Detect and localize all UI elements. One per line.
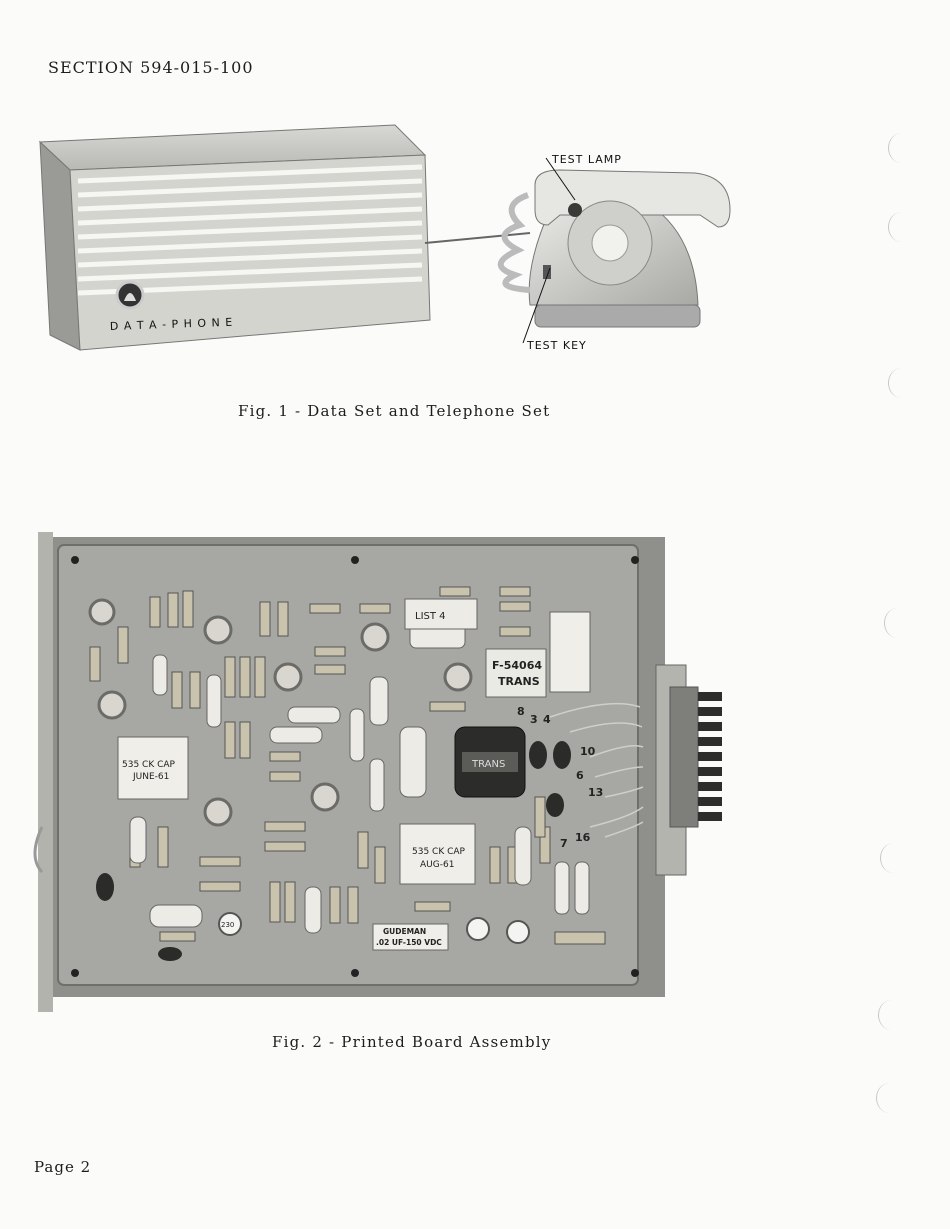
small-cap-label: 230 [221, 921, 234, 929]
test-lamp-label: TEST LAMP [551, 153, 622, 166]
test-key-label: TEST KEY [526, 339, 587, 352]
terminal-4: 4 [543, 713, 551, 726]
trans1-label: F-54064 [492, 659, 542, 672]
gudeman-label: GUDEMAN [383, 927, 426, 936]
figure-1-caption: Fig. 1 - Data Set and Telephone Set [238, 402, 550, 420]
test-lamp-icon [568, 203, 582, 217]
section-number: SECTION 594-015-100 [48, 58, 254, 77]
hole-punch-mark [888, 133, 915, 163]
hole-punch-mark [878, 1000, 905, 1030]
cap-date-2: AUG-61 [420, 860, 454, 870]
transformer-1 [486, 649, 546, 697]
list-label: LIST 4 [415, 611, 446, 622]
hole-punch-mark [876, 1083, 903, 1113]
figure-2-illustration: 535 CK CAP JUNE-61 535 CK CAP AUG-61 LIS… [30, 527, 730, 1012]
hole-punch-mark [880, 843, 907, 873]
hole-punch-mark [888, 368, 915, 398]
hole-punch-mark [888, 212, 915, 242]
terminal-6: 6 [576, 769, 584, 782]
cord [425, 233, 530, 243]
hole-punch-mark [884, 608, 911, 638]
page-number: Page 2 [34, 1158, 91, 1176]
telephone-set [501, 170, 730, 327]
figure-1-illustration: D A T A - P H O N E TEST LAMP TEST KEY [30, 115, 750, 375]
data-set-unit: D A T A - P H O N E [40, 125, 430, 350]
cap-label-1: 535 CK CAP [122, 760, 176, 770]
cap-date-1: JUNE-61 [132, 772, 169, 782]
trans1-sub: TRANS [498, 675, 540, 688]
terminal-3: 3 [530, 713, 538, 726]
trans2-label: TRANS [471, 759, 505, 770]
cap-label-2: 535 CK CAP [412, 847, 466, 857]
terminal-7: 7 [560, 837, 568, 850]
capacitor-block-3 [550, 612, 590, 692]
terminal-13: 13 [588, 786, 603, 799]
terminal-16: 16 [575, 831, 591, 844]
terminal-8: 8 [517, 705, 525, 718]
gudeman-sub: .02 UF-150 VDC [376, 938, 442, 947]
figure-2-caption: Fig. 2 - Printed Board Assembly [272, 1033, 551, 1051]
